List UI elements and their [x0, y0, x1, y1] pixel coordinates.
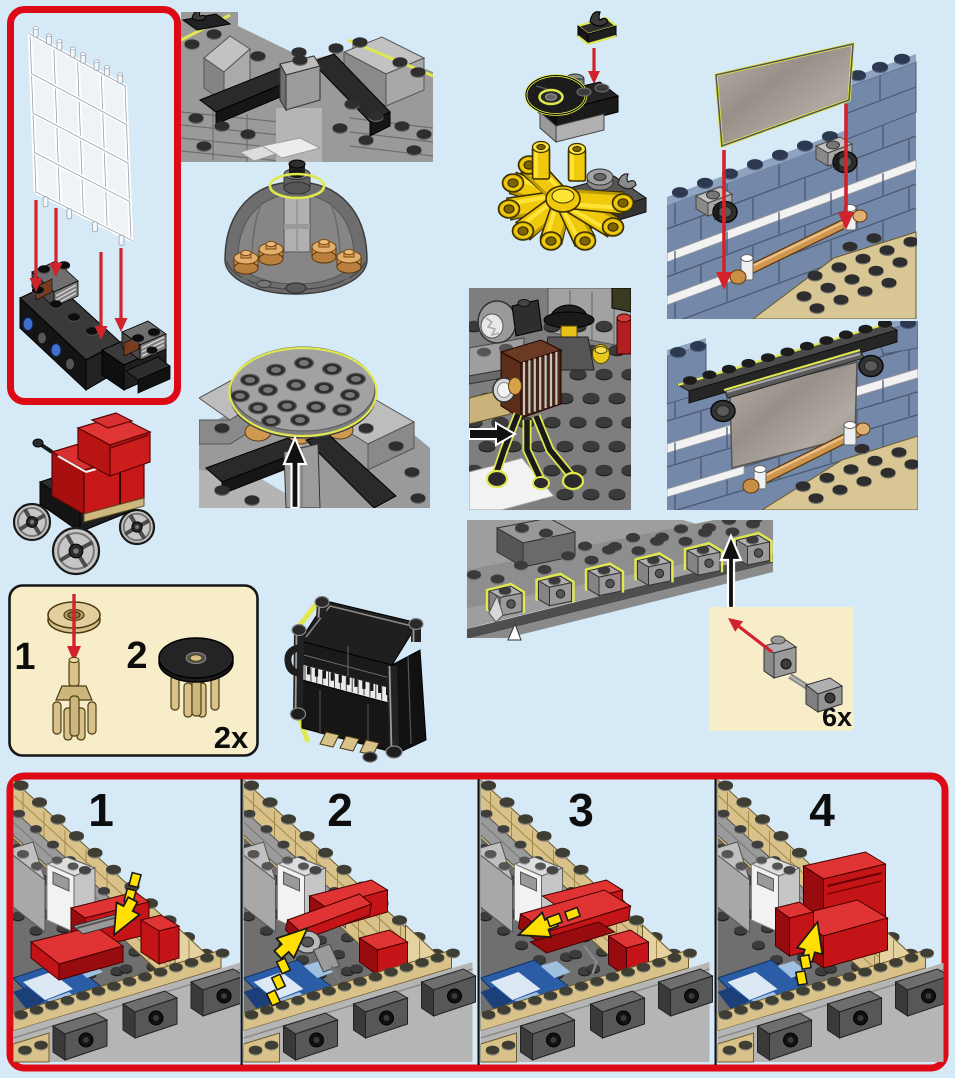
svg-text:2: 2 [126, 635, 147, 677]
svg-text:3: 3 [568, 784, 594, 836]
svg-text:1: 1 [88, 784, 114, 836]
svg-text:1: 1 [14, 636, 35, 678]
svg-text:2: 2 [327, 784, 353, 836]
svg-text:4: 4 [809, 784, 835, 836]
svg-text:2x: 2x [214, 720, 249, 755]
